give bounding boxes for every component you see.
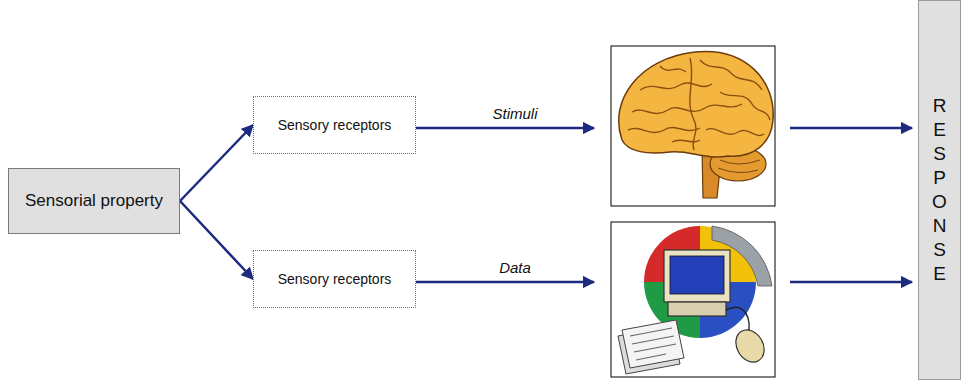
- cerebrum: [619, 51, 773, 156]
- stimuli-arrow: [416, 127, 594, 130]
- computer-response-arrow: [790, 281, 912, 284]
- node-text: Sensory receptors: [278, 270, 392, 288]
- monitor: [664, 250, 730, 302]
- response-bar: RESPONSE: [918, 0, 961, 380]
- receptor-box: Sensory receptors: [253, 96, 416, 154]
- sulcus: [690, 58, 696, 150]
- computer-frame: [611, 222, 775, 377]
- property-box: Sensorial property: [8, 168, 180, 234]
- mouse: [730, 325, 770, 367]
- gyrus: [632, 104, 742, 114]
- line-label: Data: [450, 259, 580, 276]
- screen: [670, 256, 724, 294]
- connector-arrow: [180, 125, 253, 201]
- gyrus: [706, 129, 764, 136]
- gyrus: [628, 127, 700, 132]
- line-label: Stimuli: [450, 105, 580, 122]
- connector-arrow: [180, 201, 253, 279]
- node-text: Sensory receptors: [278, 116, 392, 134]
- node-text: Sensorial property: [25, 190, 163, 212]
- brain-gyri: [628, 58, 770, 150]
- gyrus: [660, 66, 686, 72]
- brain-response-arrow: [790, 127, 912, 130]
- paper-lines: [630, 328, 676, 360]
- gyrus: [700, 60, 762, 90]
- data-arrow: [416, 281, 594, 284]
- computer-base: [668, 302, 726, 316]
- paper-stack: [618, 320, 684, 374]
- gyrus: [672, 140, 700, 142]
- cerebellum-folds: [718, 160, 760, 173]
- brain-frame: [611, 46, 775, 206]
- paper-sheet: [622, 320, 684, 368]
- receptor-box: Sensory receptors: [253, 250, 416, 308]
- gyrus: [640, 83, 712, 90]
- gyrus: [720, 92, 770, 120]
- node-text: RESPONSE: [930, 94, 949, 287]
